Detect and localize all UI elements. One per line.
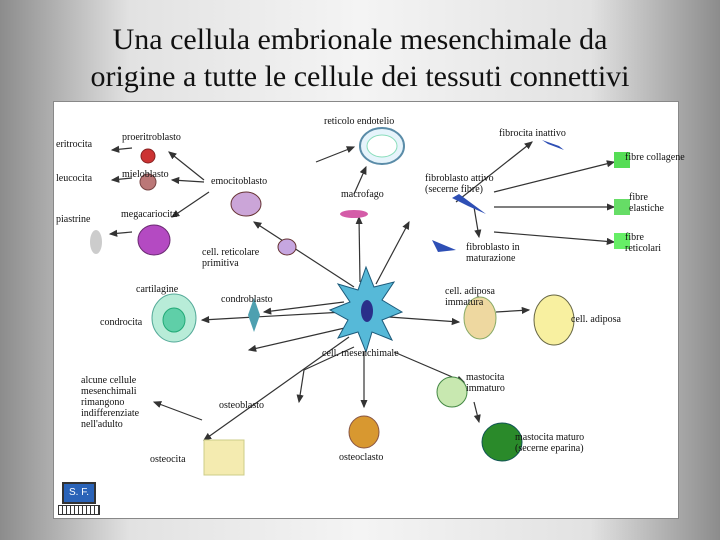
cell-proeritroblasto [140, 148, 156, 164]
arrow-alcune-cellule [152, 401, 203, 421]
arrow-to-mastocita-maturo [473, 401, 481, 424]
cell-mieloblasto [139, 173, 157, 191]
cell-fibrocita [542, 140, 564, 150]
diagram-drawing [90, 127, 630, 476]
arrow-to-fibroblasto-maturazione [473, 206, 482, 239]
label-osteoclasto: osteoclasto [339, 452, 384, 463]
label-fibrocita-inattivo: fibrocita inattivo [499, 128, 566, 139]
label-fibre-reticolari: fibre reticolari [625, 232, 662, 254]
arrow-to-leucocita [110, 175, 133, 183]
cell-fibroblasto-maturazione [432, 240, 456, 252]
arrow-to-reticolari [493, 231, 616, 245]
label-mastocita-maturo: mastocita maturo (secerne eparina) [515, 432, 585, 454]
label-condroblasto: condroblasto [221, 294, 273, 305]
label-fibroblasto-maturazione: fibroblasto in maturazione [466, 242, 520, 264]
label-fibre-collagene: fibre collagene [625, 152, 685, 163]
arrow-to-osteoblasto [296, 346, 355, 404]
label-reticolo: reticolo endotelio [324, 116, 395, 127]
label-osteoblasto: osteoblasto [219, 400, 264, 411]
label-cartilagine: cartilagine [136, 284, 179, 295]
arrow-to-mieloblasto [170, 176, 205, 185]
label-cell-mesenchimale: cell. mesenchimale [322, 348, 399, 359]
label-condrocita: condrocita [100, 317, 143, 328]
diagram-panel: reticolo endotelio fibrocita inattivo er… [53, 101, 685, 519]
arrow-to-adiposa-immatura [388, 316, 461, 326]
label-alcune-cellule: alcune cellule mesenchimali rimangono in… [81, 375, 140, 430]
label-emocitoblasto: emocitoblasto [211, 176, 268, 187]
label-cell-reticolare: cell. reticolare primitiva [202, 247, 260, 269]
cell-condroblasto [248, 298, 260, 332]
cell-macrofago [340, 210, 368, 218]
cell-reticolare [277, 238, 297, 256]
label-macrofago: macrofago [341, 189, 384, 200]
label-mieloblasto: mieloblasto [122, 169, 169, 180]
arrow-to-eritrocita [110, 145, 133, 153]
cell-adiposa-immatura [463, 296, 497, 340]
arrow-to-adiposa [495, 306, 531, 315]
arrow-to-osteocita [203, 336, 350, 441]
arrow-to-fibrocita [455, 141, 533, 203]
cell-osteoclasto [348, 415, 380, 449]
cell-piastrine [90, 230, 102, 254]
arrow-to-proeritroblasto [168, 151, 205, 181]
title-line-2: origine a tutte le cellule dei tessuti c… [90, 60, 630, 93]
arrow-to-collagene [493, 160, 616, 193]
fibre-reticolari-swatch [614, 233, 630, 249]
fibre-elastiche-swatch [614, 199, 630, 215]
cell-adiposa [533, 294, 575, 346]
arrow-to-megacariocita [171, 191, 210, 218]
label-fibroblasto-attivo: fibroblasto attivo (secerne fibre) [425, 173, 494, 195]
label-mastocita-immaturo: mastocita immaturo [466, 372, 505, 394]
cell-osteocita [203, 439, 245, 476]
arrows [108, 141, 616, 441]
cell-mastocita-maturo [481, 422, 523, 462]
label-cell-adiposa-immatura: cell. adiposa immatura [445, 286, 495, 308]
label-megacariocita: megacariocita [121, 209, 178, 220]
label-fibre-elastiche: fibre elastiche [629, 192, 664, 214]
label-cell-adiposa: cell. adiposa [571, 314, 621, 325]
cell-fibroblasto-attivo [452, 194, 486, 214]
arrow-to-emocitoblasto [252, 221, 355, 288]
cell-megacariocita [137, 224, 171, 256]
arrow-to-macrofago [355, 215, 363, 283]
arrow-reticolo-in [315, 146, 356, 163]
arrow-to-condroblasto [262, 301, 345, 315]
arrow-to-condrocita [200, 311, 345, 324]
title-line-1: Una cellula embrionale mesenchimale da [112, 23, 608, 56]
label-piastrine: piastrine [56, 214, 91, 225]
cell-mastocita-immaturo [436, 376, 468, 408]
label-leucocita: leucocita [56, 173, 93, 184]
cell-cartilagine [151, 293, 197, 343]
label-osteocita: osteocita [150, 454, 186, 465]
arrow-to-cell-reticolare-side [247, 326, 350, 352]
cell-reticolo [359, 127, 405, 165]
label-proeritroblasto: proeritroblasto [122, 132, 181, 143]
arrow-to-piastrine [108, 229, 133, 237]
fibre-collagene-swatch [614, 152, 630, 168]
cell-emocitoblasto [230, 191, 262, 217]
label-eritrocita: eritrocita [56, 139, 93, 150]
keyboard-icon [58, 505, 100, 515]
cell-mesenchimale [328, 265, 404, 354]
arrow-to-fibroblasto [375, 220, 410, 285]
arrow-to-reticolo [353, 165, 367, 195]
author-badge: S. F. [62, 482, 96, 504]
